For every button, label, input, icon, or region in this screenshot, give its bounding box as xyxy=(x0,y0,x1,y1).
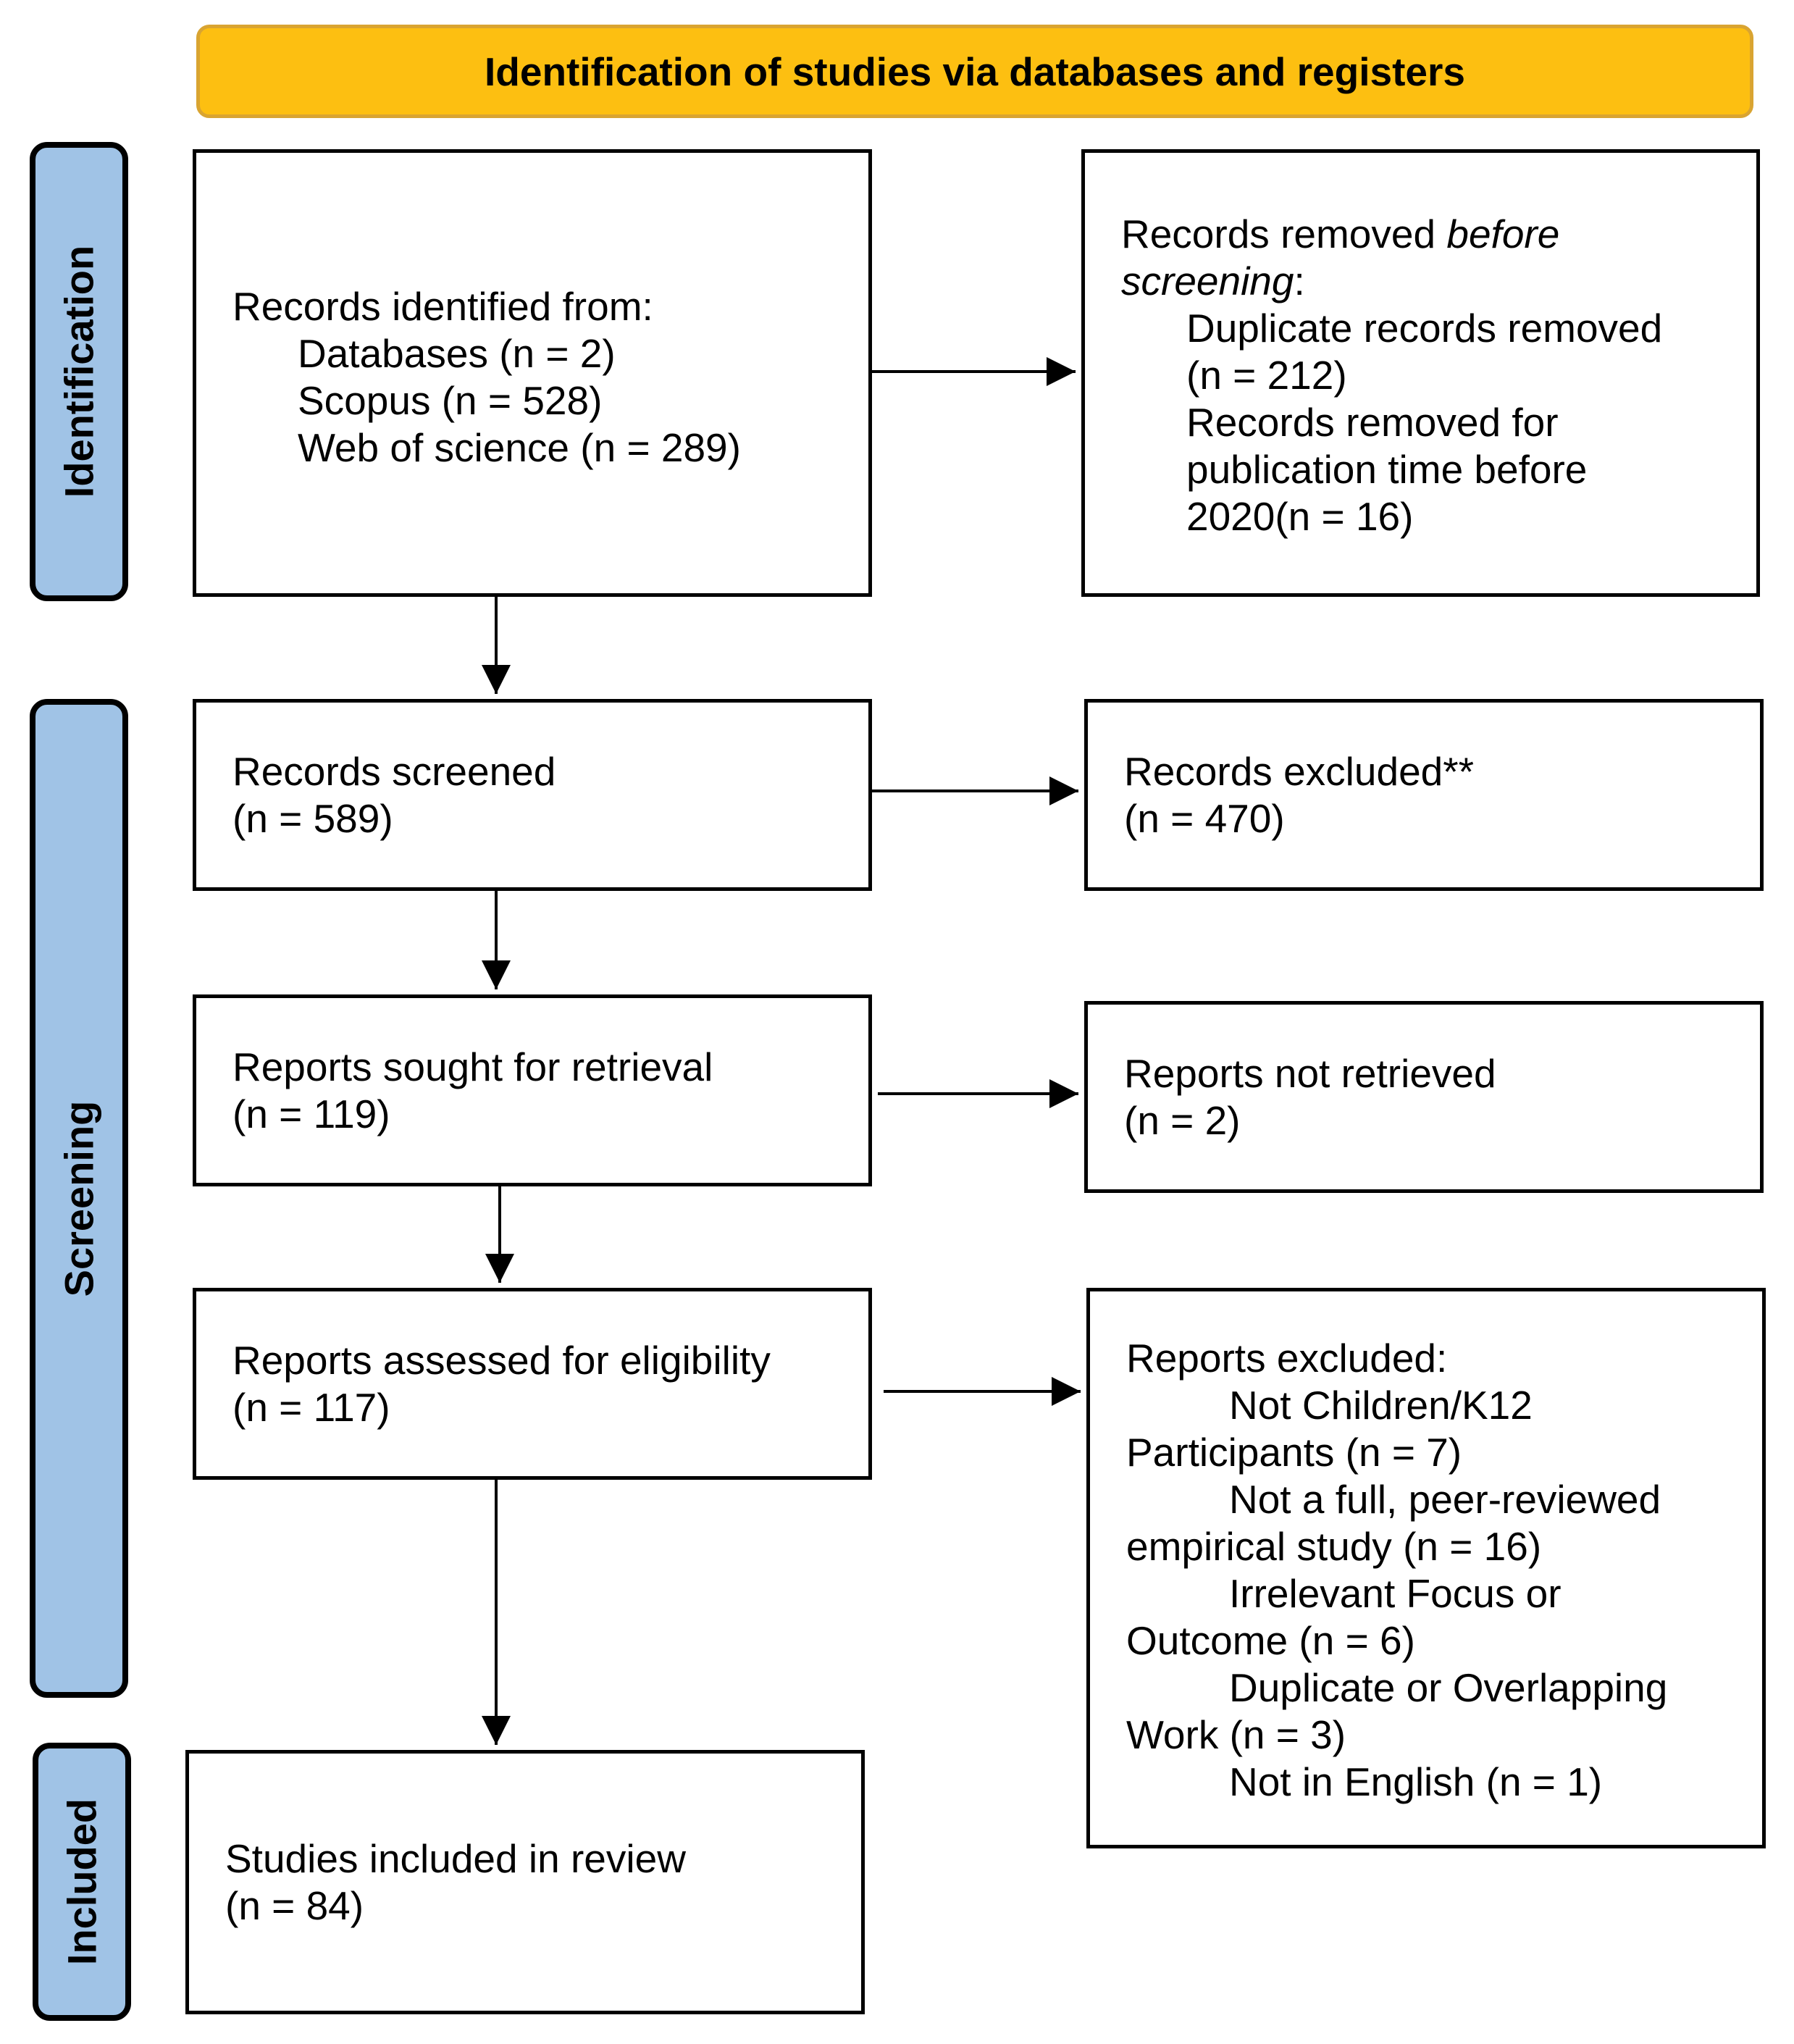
reports-not-retrieved-count: (n = 2) xyxy=(1124,1098,1241,1143)
exclusion-reason-5: Not in English (n = 1) xyxy=(1229,1759,1603,1804)
phase-included: Included xyxy=(33,1743,131,2021)
pubtime-line-1: Records removed for xyxy=(1186,400,1559,445)
phase-screening: Screening xyxy=(30,699,128,1698)
studies-included-count: (n = 84) xyxy=(225,1883,364,1928)
records-screened-box: Records screened (n = 589) xyxy=(193,699,872,891)
records-removed-italic-screening: screening xyxy=(1121,259,1294,303)
wos-count: Web of science (n = 289) xyxy=(298,425,741,470)
reports-excluded-box: Reports excluded: Not Children/K12 Parti… xyxy=(1086,1288,1766,1848)
phase-identification: Identification xyxy=(30,142,128,601)
exclusion-reason-1b: Participants (n = 7) xyxy=(1126,1430,1462,1475)
exclusion-reason-3b: Outcome (n = 6) xyxy=(1126,1618,1415,1663)
duplicates-line-1: Duplicate records removed xyxy=(1186,306,1663,351)
exclusion-reason-2b: empirical study (n = 16) xyxy=(1126,1524,1542,1569)
records-removed-suffix: : xyxy=(1294,259,1305,303)
header-title: Identification of studies via databases … xyxy=(485,49,1465,94)
reports-assessed-label: Reports assessed for eligibility xyxy=(232,1338,771,1383)
diagram-header: Identification of studies via databases … xyxy=(196,25,1753,118)
records-removed-box: Records removed before screening: Duplic… xyxy=(1081,149,1760,597)
reports-sought-box: Reports sought for retrieval (n = 119) xyxy=(193,994,872,1186)
records-identified-box: Records identified from: Databases (n = … xyxy=(193,149,872,597)
records-excluded-box: Records excluded** (n = 470) xyxy=(1084,699,1764,891)
exclusion-reason-3a: Irrelevant Focus or xyxy=(1229,1571,1562,1616)
reports-not-retrieved-box: Reports not retrieved (n = 2) xyxy=(1084,1001,1764,1193)
records-excluded-label: Records excluded** xyxy=(1124,749,1475,794)
pubtime-line-2: publication time before xyxy=(1186,447,1588,492)
reports-excluded-heading: Reports excluded: xyxy=(1126,1336,1448,1381)
records-removed-heading-1: Records removed before xyxy=(1121,211,1662,258)
records-identified-heading: Records identified from: xyxy=(232,284,653,329)
studies-included-box: Studies included in review (n = 84) xyxy=(185,1750,865,2014)
reports-not-retrieved-label: Reports not retrieved xyxy=(1124,1051,1496,1096)
exclusion-reason-1a: Not Children/K12 xyxy=(1229,1383,1533,1428)
reports-assessed-count: (n = 117) xyxy=(232,1385,390,1430)
exclusion-reason-2a: Not a full, peer-reviewed xyxy=(1229,1477,1661,1522)
records-removed-italic-before: before xyxy=(1446,211,1560,256)
reports-sought-count: (n = 119) xyxy=(232,1092,390,1136)
pubtime-line-3: 2020(n = 16) xyxy=(1186,494,1414,539)
records-removed-prefix: Records removed xyxy=(1121,211,1447,256)
databases-count: Databases (n = 2) xyxy=(298,331,616,376)
reports-assessed-box: Reports assessed for eligibility (n = 11… xyxy=(193,1288,872,1480)
records-screened-count: (n = 589) xyxy=(232,796,393,841)
exclusion-reason-4b: Work (n = 3) xyxy=(1126,1712,1346,1757)
records-excluded-count: (n = 470) xyxy=(1124,796,1285,841)
studies-included-label: Studies included in review xyxy=(225,1836,686,1881)
reports-sought-label: Reports sought for retrieval xyxy=(232,1044,713,1089)
duplicates-line-2: (n = 212) xyxy=(1186,353,1347,398)
records-screened-label: Records screened xyxy=(232,749,556,794)
exclusion-reason-4a: Duplicate or Overlapping xyxy=(1229,1665,1668,1710)
scopus-count: Scopus (n = 528) xyxy=(298,378,603,423)
records-removed-heading-2: screening: xyxy=(1121,258,1662,305)
